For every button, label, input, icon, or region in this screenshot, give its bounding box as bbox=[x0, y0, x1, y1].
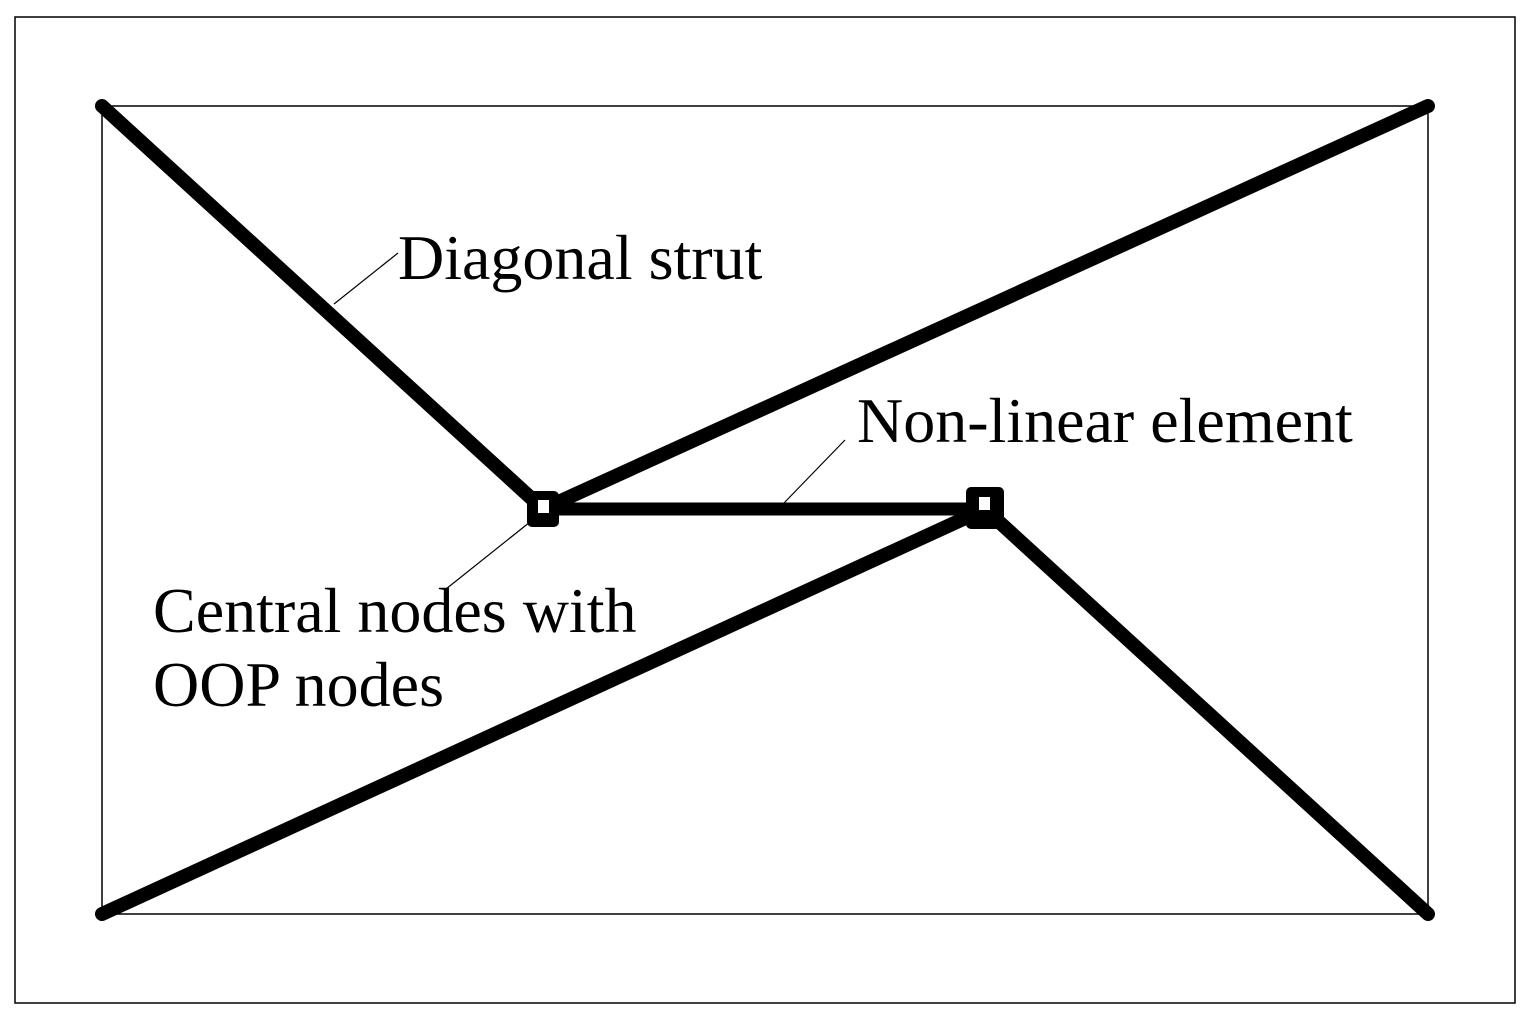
central-node-right bbox=[966, 487, 1004, 529]
struts bbox=[95, 99, 1435, 921]
leader-lines bbox=[333, 252, 846, 590]
strut-top-right bbox=[536, 99, 1435, 516]
central-nodes-label-line2: OOP nodes bbox=[153, 649, 444, 720]
frame-panel bbox=[101, 105, 1429, 915]
outer-border bbox=[14, 16, 1516, 1004]
central-nodes-label-line1: Central nodes with bbox=[153, 575, 636, 646]
diagonal-strut-label: Diagonal strut bbox=[398, 222, 763, 293]
leader-non-linear-element bbox=[783, 439, 846, 504]
strut-bottom-right bbox=[978, 502, 1435, 921]
non-linear-element-label: Non-linear element bbox=[857, 385, 1353, 456]
strut-bottom-left bbox=[95, 502, 992, 921]
central-node-left bbox=[527, 491, 559, 527]
strut-top-left bbox=[95, 99, 550, 516]
leader-central-nodes bbox=[445, 521, 531, 590]
leader-diagonal-strut bbox=[333, 252, 399, 305]
